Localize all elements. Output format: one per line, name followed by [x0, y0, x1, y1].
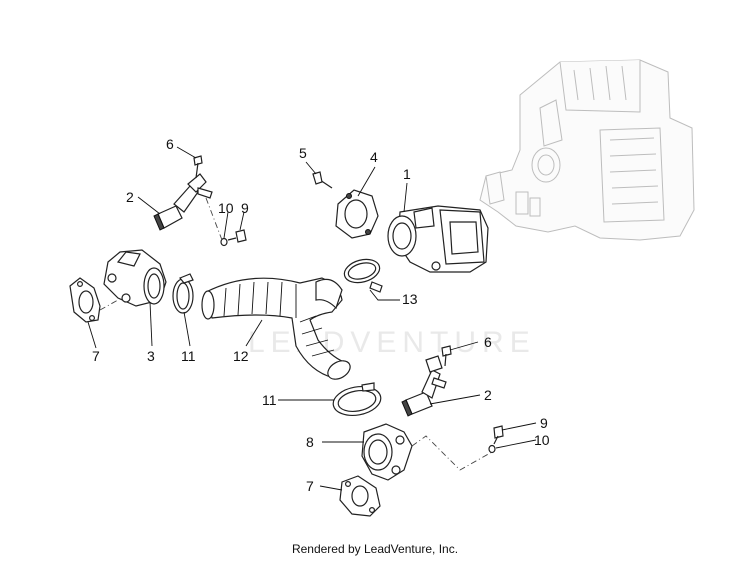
intake-manifold-8: [361, 423, 413, 481]
callout-13: 13: [402, 291, 418, 307]
watermark-text: LEADVENTURE: [248, 326, 536, 359]
bolt-9-lower: [493, 425, 504, 445]
footer-credit: Rendered by LeadVenture, Inc.: [291, 542, 459, 556]
fuel-injector-2-top: [153, 173, 213, 231]
callout-12: 12: [233, 348, 249, 364]
callout-11-lower: 11: [262, 392, 277, 408]
washer-10-top: [220, 237, 228, 247]
intake-hose-12: [201, 277, 351, 380]
callout-8: 8: [306, 434, 314, 450]
leader-lines: [87, 146, 537, 491]
callout-2-top: 2: [126, 189, 134, 205]
callout-6-top: 6: [166, 136, 174, 152]
manifold-gasket-7-lower: [339, 475, 381, 517]
bolt-6-lower: [441, 345, 452, 367]
callouts: 1 4 5 6 2 10 9 13 7 3 11 12 6 11 2 9 10 …: [92, 136, 550, 494]
engine-block: [479, 59, 695, 241]
callout-7-lower: 7: [306, 478, 314, 494]
callout-4: 4: [370, 149, 378, 165]
callout-7-top: 7: [92, 348, 100, 364]
callout-9-lower: 9: [540, 415, 548, 431]
hose-clamp-11-top: [172, 273, 194, 314]
bolt-9-top: [227, 229, 247, 243]
throttle-gasket: [335, 189, 379, 239]
callout-5: 5: [299, 145, 307, 161]
callout-10-top: 10: [218, 200, 234, 216]
throttle-body: [387, 205, 489, 273]
fuel-injector-2-lower: [401, 355, 447, 417]
callout-9-top: 9: [241, 200, 249, 216]
callout-2-lower: 2: [484, 387, 492, 403]
alignment-lines: [99, 197, 493, 471]
manifold-gasket-7-top: [69, 277, 101, 323]
washer-10-lower: [488, 444, 496, 454]
callout-1: 1: [403, 166, 411, 182]
intake-manifold-3: [103, 249, 167, 307]
callout-11-top: 11: [181, 348, 196, 364]
hose-clamp-11-lower: [332, 382, 382, 417]
screw-5: [312, 171, 333, 189]
hose-clamp-13: [343, 258, 383, 293]
callout-10-lower: 10: [534, 432, 550, 448]
callout-3: 3: [147, 348, 155, 364]
bolt-6-top: [193, 155, 203, 179]
callout-6-lower: 6: [484, 334, 492, 350]
